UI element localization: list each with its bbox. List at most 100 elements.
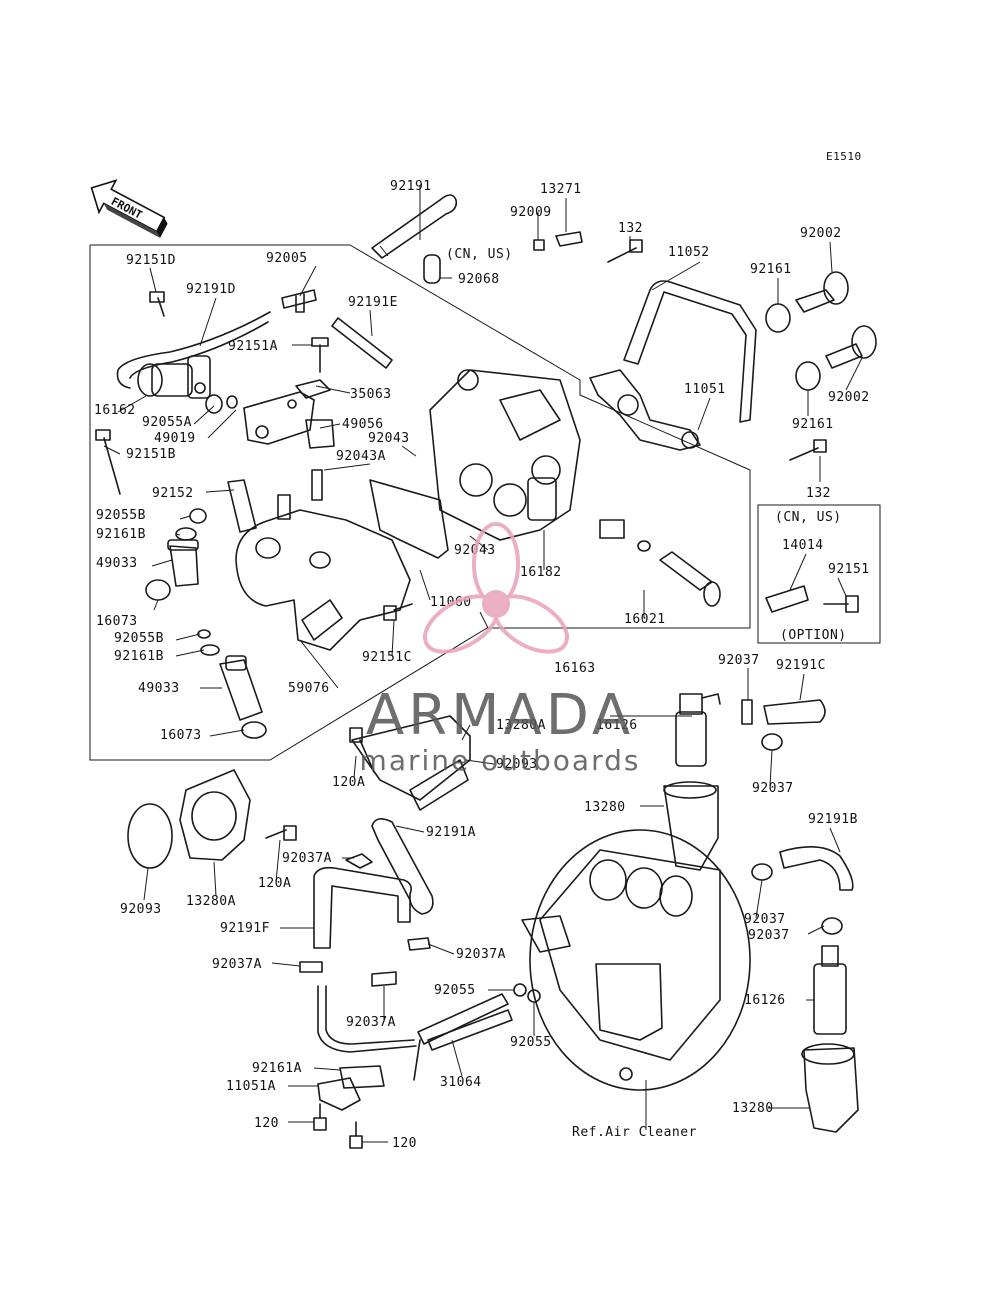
bolt-120a-left [265, 825, 297, 841]
clip-92037a-3 [371, 971, 397, 987]
leader-line [451, 1039, 463, 1077]
label-16182: 16182 [520, 565, 562, 580]
label-92161b-upper: 92161B [96, 527, 146, 542]
seal-16073-lower [241, 721, 267, 739]
label-92002-upper: 92002 [800, 226, 842, 241]
clip-92037a-4 [407, 937, 431, 951]
leader-line [205, 489, 235, 493]
label-14014: 14014 [782, 538, 824, 553]
clip-92037-a [741, 699, 753, 725]
label-120-left: 120 [254, 1116, 279, 1131]
lever-11051 [589, 369, 701, 451]
label-92151c: 92151C [362, 650, 412, 665]
leader-line [153, 599, 159, 611]
label-120a-center: 120A [332, 775, 365, 790]
propeller-logo-icon [423, 522, 569, 654]
clip-92037a-2 [299, 961, 323, 973]
leader-line [143, 867, 149, 901]
hose-lower [317, 985, 417, 1053]
label-92161b-lower: 92161B [114, 649, 164, 664]
cn-us-top-label: (CN, US) [446, 247, 513, 262]
label-16162: 16162 [94, 403, 136, 418]
label-16126-lower: 16126 [744, 993, 786, 1008]
leader-line [209, 729, 245, 737]
label-92037-top: 92037 [718, 653, 760, 668]
label-92037-mid: 92037 [752, 781, 794, 796]
leader-line [427, 943, 455, 955]
label-13280a-left: 13280A [186, 894, 236, 909]
leader-line [651, 261, 701, 291]
bracket-11052 [623, 280, 757, 423]
label-16163: 16163 [554, 661, 596, 676]
leader-line [149, 267, 157, 293]
bracket-35063 [295, 379, 331, 399]
clip-13271 [555, 231, 583, 247]
leader-line [275, 839, 281, 883]
screw-92009 [533, 239, 545, 251]
label-92055-left: 92055 [434, 983, 476, 998]
tee-92005 [281, 289, 317, 313]
label-92191f: 92191F [220, 921, 270, 936]
label-92191: 92191 [390, 179, 432, 194]
bracket-14014 [765, 585, 809, 613]
label-92151a: 92151A [228, 339, 278, 354]
bolt-120a-center [349, 727, 375, 773]
label-16126-upper: 16126 [596, 718, 638, 733]
leader-line [175, 649, 205, 657]
hose-92191d [116, 311, 271, 389]
leader-line [103, 445, 121, 455]
clip-92037-c [751, 863, 773, 881]
bolt-120-a [313, 1103, 327, 1131]
fitting-92002-upper [795, 271, 849, 313]
leader-line [117, 395, 147, 413]
leader-line [271, 962, 301, 967]
pipe-31064 [413, 993, 513, 1081]
watermark-subtitle: marine outboards [360, 744, 641, 777]
leader-line [299, 639, 339, 689]
leader-line [353, 755, 357, 779]
leader-line [829, 827, 841, 853]
label-92151b: 92151B [126, 447, 176, 462]
seal-16073-upper [145, 579, 171, 601]
label-92037a-bottom: 92037A [346, 1015, 396, 1030]
label-11051a: 11051A [226, 1079, 276, 1094]
leader-line [175, 533, 181, 536]
leader-line [799, 673, 805, 701]
label-49056: 49056 [342, 417, 384, 432]
leader-line [199, 297, 217, 347]
option-box [757, 504, 881, 644]
clamp-92161a [339, 1065, 385, 1089]
diagram-code: E1510 [826, 150, 862, 163]
label-16073-lower: 16073 [160, 728, 202, 743]
label-92093-center: 92093 [496, 757, 538, 772]
label-92151: 92151 [828, 562, 870, 577]
leader-line [697, 397, 711, 431]
ring-92093-left [127, 803, 173, 869]
watermark: ARMADA marine outboards [360, 522, 641, 777]
sensor-16182 [527, 477, 557, 521]
leader-line [395, 825, 425, 833]
oring-92161b-lower [200, 644, 220, 656]
hose-92191b [779, 846, 854, 891]
leader-line [829, 241, 833, 273]
leader-line [313, 1067, 341, 1071]
label-92002-lower: 92002 [828, 390, 870, 405]
oring-92055b-upper [189, 508, 207, 524]
pin-92152 [227, 479, 257, 533]
adapter-13280a-left [179, 769, 251, 861]
label-92009: 92009 [510, 205, 552, 220]
bolt-92151b [95, 429, 121, 495]
washer-92161-lower [795, 361, 821, 391]
label-92191b: 92191B [808, 812, 858, 827]
washer-92161-upper [765, 303, 791, 333]
label-92037a-top: 92037A [282, 851, 332, 866]
bracket-49056 [305, 419, 335, 449]
filter-16126-lower [813, 945, 847, 1035]
label-49019: 49019 [154, 431, 196, 446]
bracket-11051a [317, 1077, 361, 1111]
part-labels: 92191 13271 92009 92068 132 11052 92002 … [94, 179, 870, 1151]
oring-92161b-upper [175, 527, 197, 541]
leader-line [369, 309, 373, 337]
label-16021: 16021 [624, 612, 666, 627]
